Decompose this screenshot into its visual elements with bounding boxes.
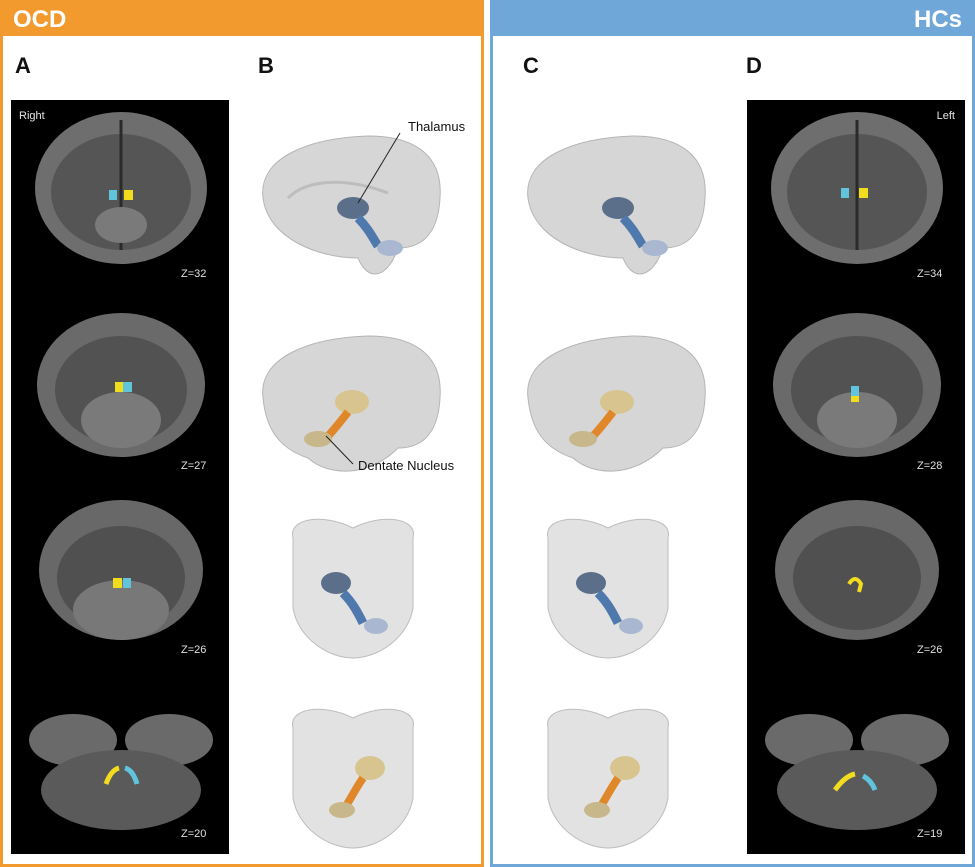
axial-slices-hcs: Left: [747, 100, 965, 854]
axial-slice-hcs-2: [773, 313, 941, 457]
slice-label-hcs-3: Z=26: [917, 644, 943, 656]
panel-label-c: C: [523, 53, 539, 78]
axial-slice-ocd-1: [35, 112, 207, 264]
hcs-header: HCs: [493, 3, 972, 36]
coronal-brain-blue-ocd: [292, 518, 414, 659]
sagittal-brain-blue-hcs: [527, 135, 706, 275]
slice-label-ocd-1: Z=32: [181, 268, 207, 280]
axial-slice-ocd-4: [29, 714, 213, 830]
slice-label-ocd-2: Z=27: [181, 460, 207, 472]
panel-label-d: D: [746, 53, 762, 78]
slice-label-ocd-3: Z=26: [181, 644, 207, 656]
hcs-panel-group: HCs C D Left: [490, 0, 975, 867]
coronal-brain-blue-hcs: [547, 518, 669, 659]
panel-label-b: B: [258, 53, 274, 78]
tract-renderings-ocd: [262, 132, 441, 849]
sagittal-brain-orange-ocd: [262, 335, 441, 472]
axial-slices-ocd: Right: [11, 100, 229, 854]
coronal-brain-orange-ocd: [292, 708, 414, 849]
axial-slice-hcs-1: [771, 112, 943, 264]
ocd-header: OCD: [3, 3, 481, 36]
annotation-dentate-nucleus: Dentate Nucleus: [358, 458, 455, 473]
axial-slice-ocd-3: [39, 500, 203, 640]
tract-renderings-hcs: [527, 135, 706, 849]
slice-label-hcs-4: Z=19: [917, 828, 943, 840]
sagittal-brain-orange-hcs: [527, 335, 706, 472]
ocd-panel-group: OCD A B Right: [0, 0, 484, 867]
axial-brain-slices-ocd: [29, 112, 213, 830]
axial-brain-slices-hcs: [765, 112, 949, 830]
coronal-brain-orange-hcs: [547, 708, 669, 849]
panel-label-a: A: [15, 53, 31, 78]
axial-slice-hcs-4: [765, 714, 949, 830]
axial-slice-ocd-2: [37, 313, 205, 457]
thalamus-pointer: [357, 132, 401, 204]
axial-slice-hcs-3: [775, 500, 939, 640]
slice-label-hcs-2: Z=28: [917, 460, 943, 472]
sagittal-brain-blue-ocd: [262, 135, 441, 275]
orientation-label-right: Right: [19, 110, 45, 122]
dentate-pointer: [325, 435, 354, 465]
orientation-label-left: Left: [936, 110, 955, 122]
slice-label-ocd-4: Z=20: [181, 828, 207, 840]
slice-label-hcs-1: Z=34: [917, 268, 943, 280]
annotation-thalamus: Thalamus: [408, 119, 466, 134]
